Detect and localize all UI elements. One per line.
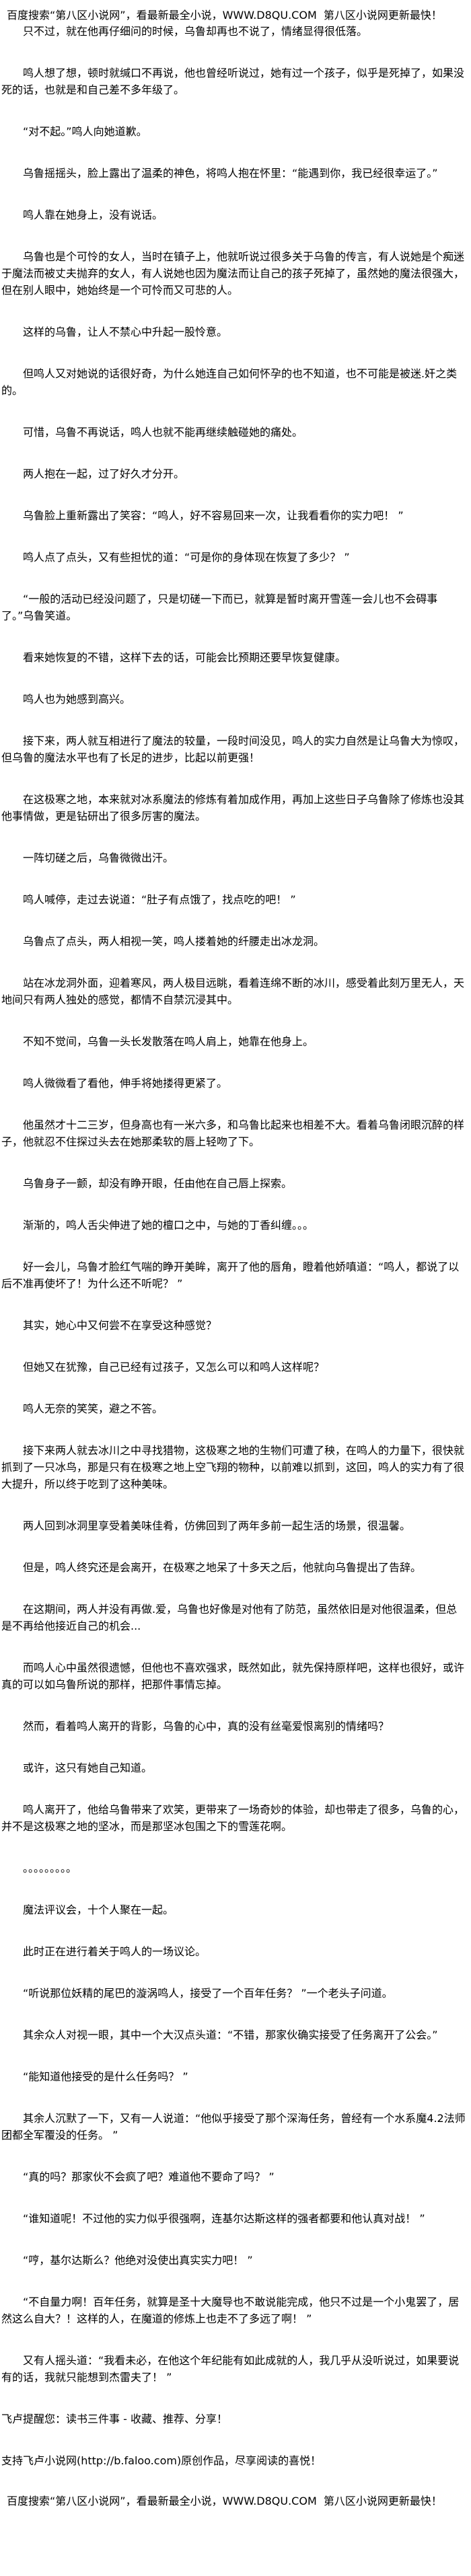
site-banner-top: 百度搜索“第八区小说网”，看最新最全小说，WWW.D8QU.COM 第八区小说网… (7, 9, 442, 22)
site-banner-bottom: 百度搜索“第八区小说网”，看最新最全小说，WWW.D8QU.COM 第八区小说网… (7, 2495, 442, 2507)
story-paragraph: “真的吗？那家伙不会疯了吧？难道他不要命了吗？ ” (23, 2170, 275, 2183)
story-paragraph: 不知不觉间，乌鲁一头长发散落在鸣人肩上，她靠在他身上。 (23, 1035, 314, 1048)
story-paragraph: “不自量力啊！百年任务，就算是圣十大魔导也不敢说能完成，他只不过是一个小鬼罢了，… (1, 2296, 460, 2325)
story-paragraph: 可惜，乌鲁不再说话，鸣人也就不能再继续触碰她的痛处。 (23, 426, 303, 439)
story-paragraph: 。。。。。。。。。 (23, 1862, 77, 1874)
story-paragraph: 但是，鸣人终究还是会离开，在极寒之地呆了十多天之后，他就向乌鲁提出了告辞。 (23, 1561, 422, 1574)
story-paragraph: 其实，她心中又何尝不在享受这种感觉？ (23, 1319, 217, 1332)
story-paragraph: 其余众人对视一眼，其中一个大汉点头道：“不错，那家伙确实接受了任务离开了公会。” (23, 2029, 438, 2041)
story-paragraph: 但鸣人又对她说的话很好奇，为什么她连自己如何怀孕的也不知道，也不可能是被迷.奸之… (1, 367, 458, 397)
story-paragraph: 这样的乌鲁，让人不禁心中升起一股怜意。 (23, 326, 228, 338)
story-paragraph: 然而，看着鸣人离开的背影，乌鲁的心中，真的没有丝毫爱恨离别的情绪吗？ (23, 1720, 390, 1733)
reading-reminder: 飞卢提醒您：读书三件事 - 收藏、推荐、分享！ (1, 2413, 227, 2425)
story-paragraph: “一般的活动已经没问题了，只是切磋一下而已，就算是暂时离开雪莲一会儿也不会碍事了… (1, 593, 438, 622)
story-paragraph: 鸣人无奈的笑笑，避之不答。 (23, 1402, 164, 1415)
story-paragraph: 只不过，就在他再仔细问的时候，乌鲁却再也不说了，情绪显得很低落。 (23, 25, 368, 38)
story-paragraph: 两人抱在一起，过了好久才分开。 (23, 467, 185, 480)
chapter-page: 百度搜索“第八区小说网”，看最新最全小说，WWW.D8QU.COM 第八区小说网… (1, 9, 466, 2507)
story-paragraph: 又有人摇头道：“我看未必，在他这个年纪能有如此成就的人，我几乎从没听说过，如果要… (1, 2354, 460, 2384)
story-paragraph: 鸣人微微看了看他，伸手将她搂得更紧了。 (23, 1077, 228, 1090)
story-paragraph: 鸣人想了想，顿时就缄口不再说，他也曾经听说过，她有过一个孩子，似乎是死掉了，如果… (1, 67, 465, 96)
story-paragraph: “听说那位妖精的尾巴的漩涡鸣人，接受了一个百年任务？ ”一个老头子问道。 (23, 1987, 393, 2000)
story-paragraph: “哼，基尔达斯么？他绝对没使出真实实力吧！ ” (23, 2254, 253, 2267)
story-paragraph: 在这极寒之地，本来就对冰系魔法的修炼有着加成作用，再加上这些日子乌鲁除了修炼也没… (1, 793, 465, 823)
story-paragraph: 此时正在进行着关于鸣人的一场议论。 (23, 1945, 207, 1958)
story-paragraph: 站在冰龙洞外面，迎着寒风，两人极目远眺，看着连绵不断的冰川，感受着此刻万里无人，… (1, 977, 465, 1006)
story-paragraph: 鸣人点了点头，又有些担忧的道：“可是你的身体现在恢复了多少？ ” (23, 551, 350, 564)
support-notice: 支持飞卢小说网(http://b.faloo.com)原创作品，尽享阅读的喜悦！ (1, 2454, 322, 2467)
story-paragraph: 鸣人喊停，走过去说道：“肚子有点饿了，找点吃的吧！ ” (23, 893, 296, 906)
story-paragraph: 乌鲁摇摇头，脸上露出了温柔的神色，将鸣人抱在怀里：“能遇到你，我已经很幸运了。” (23, 167, 438, 180)
story-paragraph: 或许，这只有她自己知道。 (23, 1761, 153, 1774)
story-paragraph: 他虽然才十二三岁，但身高也有一米六多，和乌鲁比起来也相差不大。看着乌鲁闭眼沉醉的… (1, 1119, 465, 1148)
story-paragraph: 其余人沉默了一下，又有一人说道：“他似乎接受了那个深海任务，曾经有一个水系魔4.… (1, 2112, 466, 2142)
story-paragraph: 但她又在犹豫，自己已经有过孩子，又怎么可以和鸣人这样呢？ (23, 1361, 325, 1373)
story-paragraph: 一阵切磋之后，乌鲁微微出汗。 (23, 851, 174, 864)
story-paragraph: “能知道他接受的是什么任务吗？ ” (23, 2070, 188, 2083)
story-paragraph: 鸣人靠在她身上，没有说话。 (23, 209, 164, 221)
story-paragraph: 鸣人也为她感到高兴。 (23, 693, 131, 706)
story-paragraph: “对不起。”鸣人向她道歉。 (23, 125, 147, 138)
story-paragraph: “谁知道呢！不过他的实力似乎很强啊，连基尔达斯这样的强者都要和他认真对战！ ” (23, 2212, 425, 2225)
chapter-body: 只不过，就在他再仔细问的时候，乌鲁却再也不说了，情绪显得很低落。鸣人想了想，顿时… (1, 23, 466, 2386)
story-paragraph: 而鸣人心中虽然很遗憾，但他也不喜欢强求，既然如此，就先保持原样吧，这样也很好，或… (1, 1661, 465, 1691)
story-paragraph: 渐渐的，鸣人舌尖伸进了她的檀口之中，与她的丁香纠缠。。。 (23, 1219, 314, 1232)
story-paragraph: 看来她恢复的不错，这样下去的话，可能会比预期还要早恢复健康。 (23, 651, 347, 664)
story-paragraph: 鸣人离开了，他给乌鲁带来了欢笑，更带来了一场奇妙的体验，却也带走了很多，乌鲁的心… (1, 1803, 465, 1833)
story-paragraph: 魔法评议会，十个人聚在一起。 (23, 1903, 174, 1916)
story-paragraph: 乌鲁身子一颤，却没有睁开眼，任由他在自己唇上探索。 (23, 1177, 293, 1190)
story-paragraph: 接下来两人就去冰川之中寻找猎物，这极寒之地的生物们可遭了秧，在鸣人的力量下，很快… (1, 1444, 465, 1490)
story-paragraph: 两人回到冰洞里享受着美味佳肴，仿佛回到了两年多前一起生活的场景，很温馨。 (23, 1519, 411, 1532)
story-paragraph: 乌鲁脸上重新露出了笑容：“鸣人，好不容易回来一次，让我看看你的实力吧！ ” (23, 509, 404, 522)
story-paragraph: 乌鲁也是个可怜的女人，当时在镇子上，他就听说过很多关于乌鲁的传言，有人说她是个痴… (1, 250, 465, 297)
story-paragraph: 好一会儿，乌鲁才脸红气喘的睁开美眸，离开了他的唇角，瞪着他娇嗔道：“鸣人，都说了… (1, 1260, 460, 1290)
story-paragraph: 乌鲁点了点头，两人相视一笑，鸣人搂着她的纤腰走出冰龙洞。 (23, 935, 325, 948)
story-paragraph: 接下来，两人就互相进行了魔法的较量，一段时间没见，鸣人的实力自然是让乌鲁大为惊叹… (1, 734, 465, 764)
story-paragraph: 在这期间，两人并没有再做.爱，乌鲁也好像是对他有了防范，虽然依旧是对他很温柔，但… (1, 1603, 458, 1632)
